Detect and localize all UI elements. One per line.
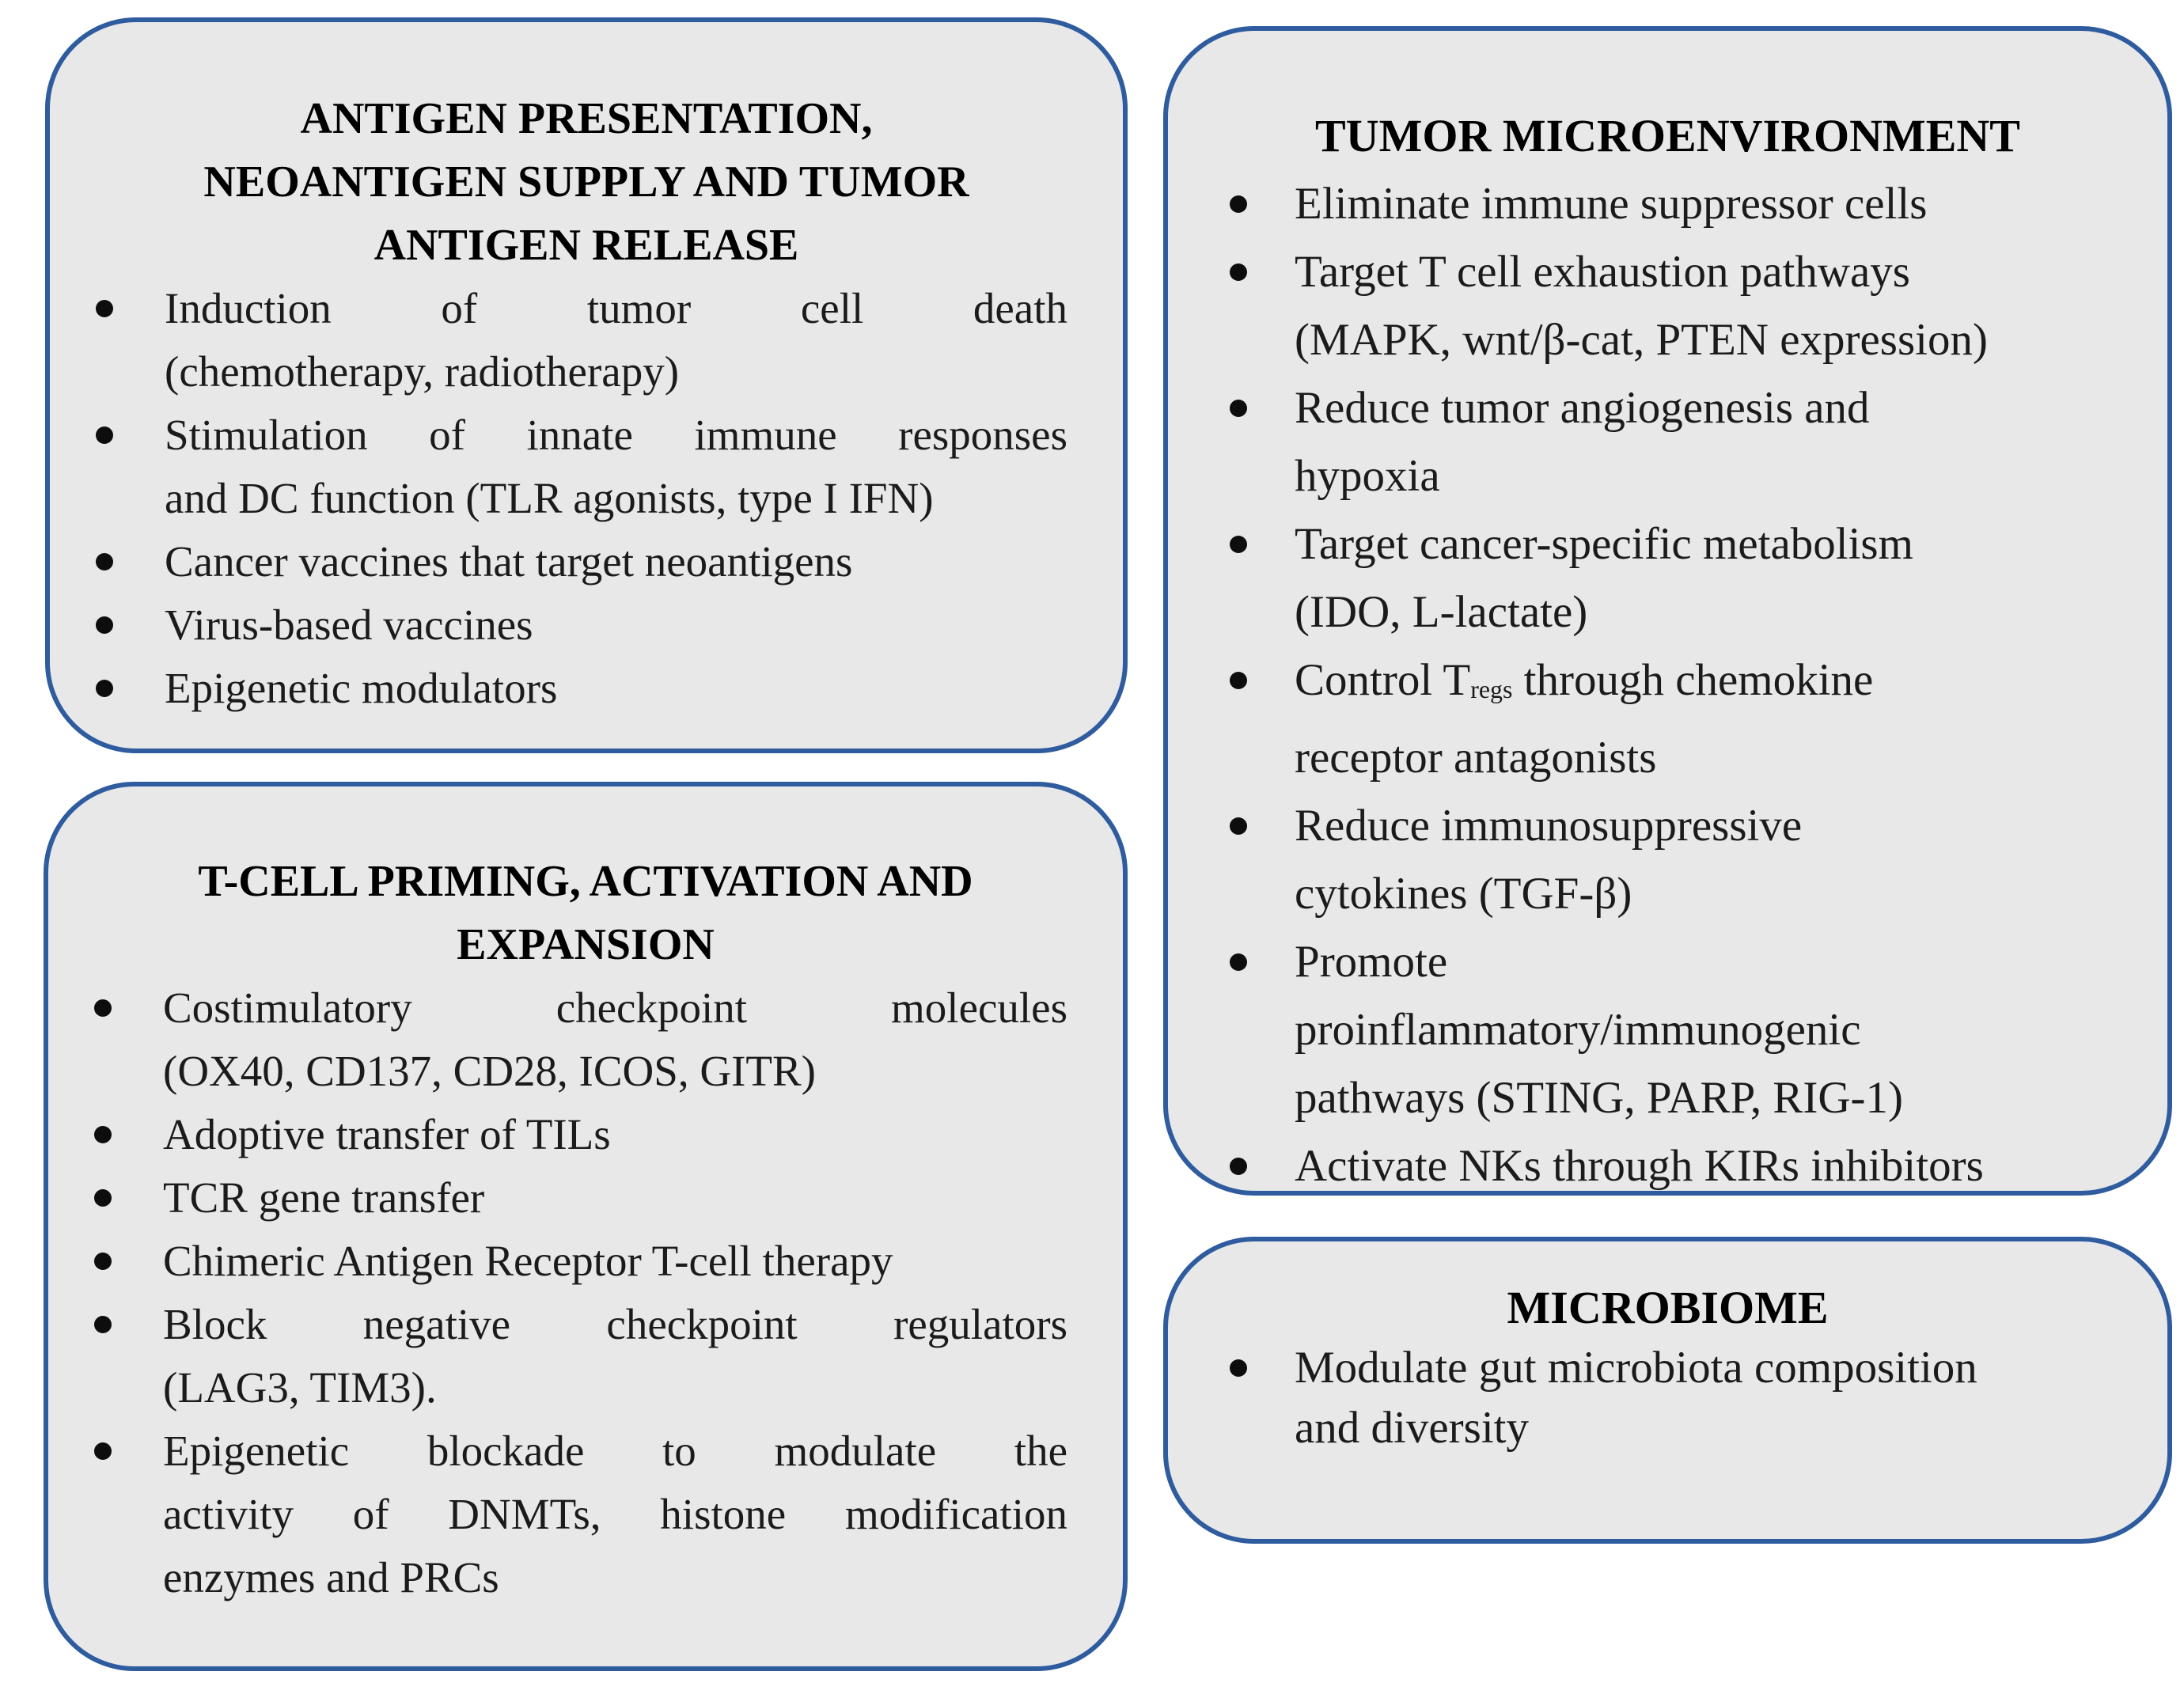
text-line: (IDO, L-lactate) <box>1295 587 1588 637</box>
bullet-dot-icon <box>1230 400 1247 417</box>
text-line: Control Tregs through chemokine <box>1295 655 1874 705</box>
text-line: activity of DNMTs, histone modification <box>163 1490 1067 1538</box>
bullet-dot-icon <box>96 553 113 570</box>
title-line: ANTIGEN PRESENTATION, <box>300 94 873 143</box>
text-line: Modulate gut microbiota composition <box>1295 1343 1977 1393</box>
bullet-item: Block negative checkpoint regulators (LAG… <box>48 1293 1123 1419</box>
bullet-item: Target T cell exhaustion pathways (MAPK, … <box>1168 238 2167 374</box>
bullet-item: Epigenetic blockade to modulate the activ… <box>48 1419 1123 1609</box>
bullet-dot-icon <box>1230 536 1247 553</box>
bullet-item: Promote proinflammatory/immunogenic pathwa… <box>1168 928 2167 1132</box>
text-line: Reduce tumor angiogenesis and <box>1295 383 1870 433</box>
text-line: pathways (STING, PARP, RIG-1) <box>1295 1072 1903 1123</box>
text-line: Induction of tumor cell death <box>165 284 1067 332</box>
text-line: Epigenetic modulators <box>165 664 558 712</box>
bullet-item: Epigenetic modulators <box>50 657 1123 720</box>
box-content: ANTIGEN PRESENTATION, NEOANTIGEN SUPPLY A… <box>50 22 1123 720</box>
bullet-dot-icon <box>96 616 113 634</box>
box-title-antigen-presentation: ANTIGEN PRESENTATION, NEOANTIGEN SUPPLY A… <box>50 87 1123 277</box>
bullet-dot-icon <box>1230 195 1247 213</box>
title-line: TUMOR MICROENVIRONMENT <box>1315 110 2020 161</box>
bullet-dot-icon <box>94 1126 112 1143</box>
bullet-list: Induction of tumor cell death (chemothera… <box>50 277 1123 720</box>
bullet-dot-icon <box>1230 1359 1247 1377</box>
bullet-item: Target cancer-specific metabolism (IDO, L… <box>1168 510 2167 646</box>
bullet-item: Stimulation of innate immune responses an… <box>50 404 1123 530</box>
bullet-dot-icon <box>1230 672 1247 689</box>
text-line: (chemotherapy, radiotherapy) <box>165 347 680 396</box>
text-line: enzymes and PRCs <box>163 1553 499 1601</box>
bullet-list: Modulate gut microbiota composition and d… <box>1168 1338 2167 1458</box>
text-line: receptor antagonists <box>1295 732 1657 783</box>
bullet-dot-icon <box>1230 953 1247 971</box>
text-line: Stimulation of innate immune responses <box>165 411 1067 459</box>
bullet-item: Control Tregs through chemokine receptor … <box>1168 646 2167 792</box>
text-line: and DC function (TLR agonists, type I IF… <box>165 474 934 522</box>
bullet-dot-icon <box>1230 817 1247 835</box>
title-line: MICROBIOME <box>1507 1282 1829 1333</box>
bullet-dot-icon <box>94 999 112 1017</box>
bullet-item: Modulate gut microbiota composition and d… <box>1168 1338 2167 1458</box>
text-line: and diversity <box>1295 1403 1530 1453</box>
bullet-item: Virus-based vaccines <box>50 593 1123 657</box>
text-line: Block negative checkpoint regulators <box>163 1300 1067 1348</box>
text-line: Promote <box>1295 936 1448 987</box>
bullet-dot-icon <box>1230 263 1247 281</box>
text-line: proinflammatory/immunogenic <box>1295 1004 1861 1055</box>
text-line: Target T cell exhaustion pathways <box>1295 247 1910 297</box>
title-line: ANTIGEN RELEASE <box>373 221 799 270</box>
text-line: Activate NKs through KIRs inhibitors <box>1295 1140 1984 1191</box>
subscript-text: regs <box>1470 675 1513 703</box>
box-microbiome: MICROBIOME Modulate gut microbiota compo… <box>1163 1237 2172 1544</box>
text-line: cytokines (TGF-β) <box>1295 868 1632 919</box>
bullet-dot-icon <box>96 300 113 317</box>
bullet-item: Reduce tumor angiogenesis and hypoxia <box>1168 374 2167 510</box>
bullet-item: TCR gene transfer <box>48 1166 1123 1230</box>
text-line: hypoxia <box>1295 451 1440 501</box>
text-line: Virus-based vaccines <box>165 601 533 649</box>
text-line: Cancer vaccines that target neoantigens <box>165 537 853 586</box>
bullet-item: Cancer vaccines that target neoantigens <box>50 530 1123 593</box>
text-line: Adoptive transfer of TILs <box>163 1110 611 1158</box>
bullet-dot-icon <box>96 680 113 697</box>
bullet-dot-icon <box>94 1316 112 1333</box>
bullet-item: Costimulatory checkpoint molecules (OX40,… <box>48 976 1123 1103</box>
text-line: TCR gene transfer <box>163 1173 485 1222</box>
bullet-dot-icon <box>94 1253 112 1270</box>
box-title-t-cell-priming: T-CELL PRIMING, ACTIVATION AND EXPANSION <box>48 850 1123 976</box>
text-line: Chimeric Antigen Receptor T-cell therapy <box>163 1237 893 1285</box>
box-title-tumor-microenvironment: TUMOR MICROENVIRONMENT <box>1168 102 2167 170</box>
text-line: (MAPK, wnt/β-cat, PTEN expression) <box>1295 315 1988 365</box>
box-content: MICROBIOME Modulate gut microbiota compo… <box>1168 1241 2167 1458</box>
text-line: Costimulatory checkpoint molecules <box>163 984 1067 1032</box>
text-line: (OX40, CD137, CD28, ICOS, GITR) <box>163 1047 816 1095</box>
box-title-microbiome: MICROBIOME <box>1168 1278 2167 1338</box>
bullet-dot-icon <box>94 1442 112 1460</box>
title-line: NEOANTIGEN SUPPLY AND TUMOR <box>203 157 969 207</box>
bullet-list: Costimulatory checkpoint molecules (OX40,… <box>48 976 1123 1609</box>
text-line: Target cancer-specific metabolism <box>1295 519 1913 569</box>
bullet-item: Adoptive transfer of TILs <box>48 1103 1123 1166</box>
bullet-item: Activate NKs through KIRs inhibitors <box>1168 1132 2167 1200</box>
bullet-item: Induction of tumor cell death (chemothera… <box>50 277 1123 404</box>
box-antigen-presentation: ANTIGEN PRESENTATION, NEOANTIGEN SUPPLY A… <box>45 17 1128 753</box>
text-line: Reduce immunosuppressive <box>1295 800 1803 851</box>
bullet-item: Eliminate immune suppressor cells <box>1168 170 2167 238</box>
bullet-dot-icon <box>94 1189 112 1207</box>
bullet-dot-icon <box>1230 1157 1247 1175</box>
text-line: Eliminate immune suppressor cells <box>1295 179 1928 229</box>
text-line: Epigenetic blockade to modulate the <box>163 1427 1067 1475</box>
bullet-dot-icon <box>96 426 113 444</box>
box-tumor-microenvironment: TUMOR MICROENVIRONMENT Eliminate immune … <box>1163 26 2172 1196</box>
box-content: TUMOR MICROENVIRONMENT Eliminate immune … <box>1168 31 2167 1200</box>
text-line: (LAG3, TIM3). <box>163 1363 437 1412</box>
title-line: EXPANSION <box>457 920 715 969</box>
bullet-item: Reduce immunosuppressive cytokines (TGF-β… <box>1168 792 2167 928</box>
title-line: T-CELL PRIMING, ACTIVATION AND <box>198 857 973 906</box>
bullet-item: Chimeric Antigen Receptor T-cell therapy <box>48 1230 1123 1293</box>
